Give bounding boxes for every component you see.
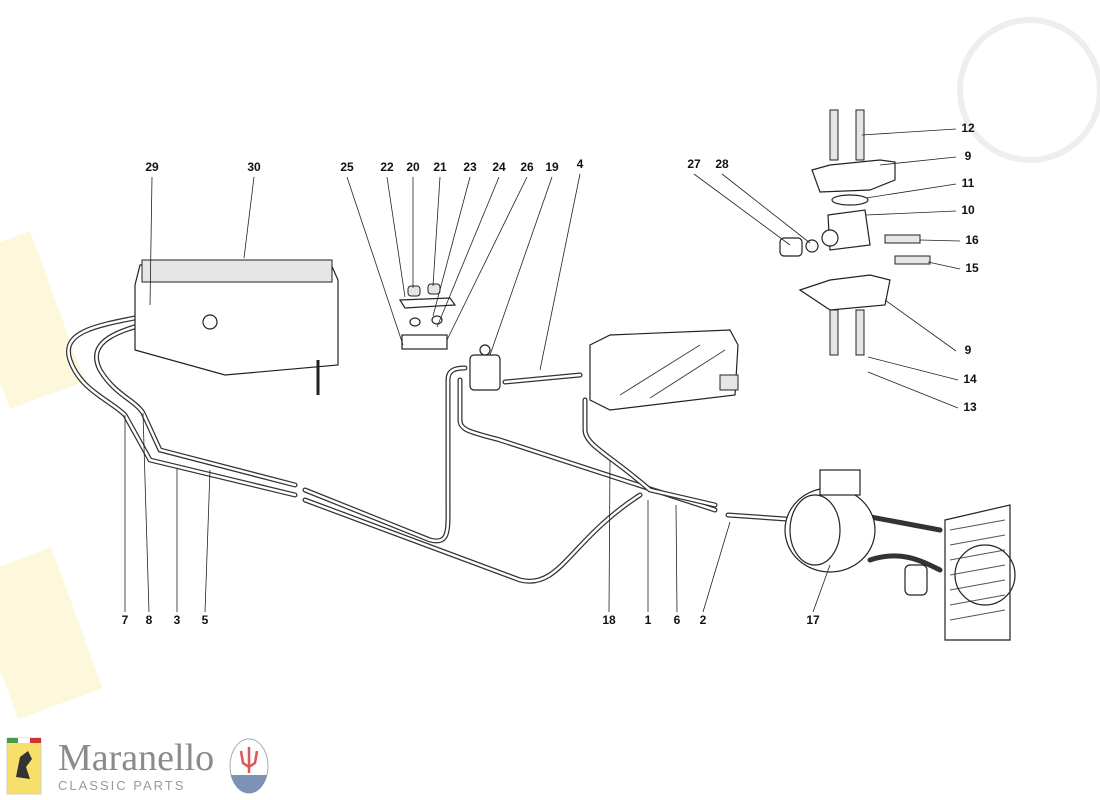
leader-line-29 bbox=[149, 176, 153, 306]
callout-9[interactable]: 9 bbox=[965, 343, 972, 357]
leader-line-25 bbox=[346, 176, 404, 346]
expansion-valve bbox=[469, 344, 501, 391]
leader-line-5 bbox=[204, 469, 211, 613]
callout-29[interactable]: 29 bbox=[145, 160, 159, 174]
callout-28[interactable]: 28 bbox=[715, 157, 729, 171]
leader-line-6 bbox=[675, 504, 678, 613]
valve-assembly bbox=[779, 109, 931, 356]
callout-12[interactable]: 12 bbox=[961, 121, 975, 135]
leader-line-9 bbox=[879, 156, 957, 166]
callout-3[interactable]: 3 bbox=[174, 613, 181, 627]
leader-line-21 bbox=[432, 176, 441, 287]
leader-line-22 bbox=[386, 176, 406, 298]
callout-13[interactable]: 13 bbox=[963, 400, 977, 414]
callout-6[interactable]: 6 bbox=[674, 613, 681, 627]
brand-name: Maranello bbox=[58, 736, 215, 779]
leader-line-17 bbox=[812, 564, 831, 613]
callout-20[interactable]: 20 bbox=[406, 160, 420, 174]
pipes bbox=[66, 312, 943, 584]
callout-17[interactable]: 17 bbox=[806, 613, 820, 627]
callout-1[interactable]: 1 bbox=[645, 613, 652, 627]
callout-16[interactable]: 16 bbox=[965, 233, 979, 247]
callout-5[interactable]: 5 bbox=[202, 613, 209, 627]
ferrari-badge-icon bbox=[6, 737, 42, 795]
callout-23[interactable]: 23 bbox=[463, 160, 477, 174]
leader-line-13 bbox=[867, 371, 959, 409]
leader-line-28 bbox=[721, 173, 811, 244]
callout-25[interactable]: 25 bbox=[340, 160, 354, 174]
callout-26[interactable]: 26 bbox=[520, 160, 534, 174]
callout-19[interactable]: 19 bbox=[545, 160, 559, 174]
callout-21[interactable]: 21 bbox=[433, 160, 447, 174]
relay-bracket bbox=[398, 283, 457, 350]
leader-line-8 bbox=[142, 412, 150, 613]
leader-lines bbox=[124, 128, 961, 613]
leader-line-14 bbox=[867, 356, 959, 381]
brand-logo: Maranello CLASSIC PARTS bbox=[6, 736, 270, 796]
leader-line-15 bbox=[927, 261, 961, 270]
callout-24[interactable]: 24 bbox=[492, 160, 506, 174]
condenser bbox=[944, 504, 1016, 641]
watermark bbox=[0, 17, 1100, 720]
leader-line-4 bbox=[539, 173, 581, 371]
leader-line-12 bbox=[861, 128, 957, 136]
maserati-badge-icon bbox=[229, 738, 269, 794]
callout-2[interactable]: 2 bbox=[700, 613, 707, 627]
callout-4[interactable]: 4 bbox=[577, 157, 584, 171]
leader-line-16 bbox=[919, 239, 961, 242]
callout-14[interactable]: 14 bbox=[963, 372, 977, 386]
leader-line-30 bbox=[243, 176, 255, 259]
compressor bbox=[784, 469, 928, 596]
leader-line-9 bbox=[884, 299, 957, 352]
leader-line-23 bbox=[432, 176, 471, 317]
callout-9[interactable]: 9 bbox=[965, 149, 972, 163]
leader-line-26 bbox=[446, 176, 528, 341]
brand-subtitle: CLASSIC PARTS bbox=[58, 777, 186, 793]
leader-line-19 bbox=[489, 176, 553, 356]
callout-27[interactable]: 27 bbox=[687, 157, 701, 171]
callout-22[interactable]: 22 bbox=[380, 160, 394, 174]
callout-7[interactable]: 7 bbox=[122, 613, 129, 627]
leader-line-11 bbox=[865, 183, 957, 199]
callout-30[interactable]: 30 bbox=[247, 160, 261, 174]
leader-line-24 bbox=[436, 176, 500, 328]
callout-18[interactable]: 18 bbox=[602, 613, 616, 627]
leader-line-18 bbox=[608, 459, 611, 613]
evaporator-unit bbox=[134, 259, 339, 395]
callout-15[interactable]: 15 bbox=[965, 261, 979, 275]
callout-11[interactable]: 11 bbox=[962, 176, 975, 190]
receiver-dryer bbox=[589, 329, 739, 411]
leader-line-10 bbox=[865, 210, 957, 216]
leader-line-2 bbox=[702, 521, 731, 613]
callout-8[interactable]: 8 bbox=[146, 613, 153, 627]
leader-line-27 bbox=[693, 173, 791, 246]
callout-10[interactable]: 10 bbox=[961, 203, 975, 217]
